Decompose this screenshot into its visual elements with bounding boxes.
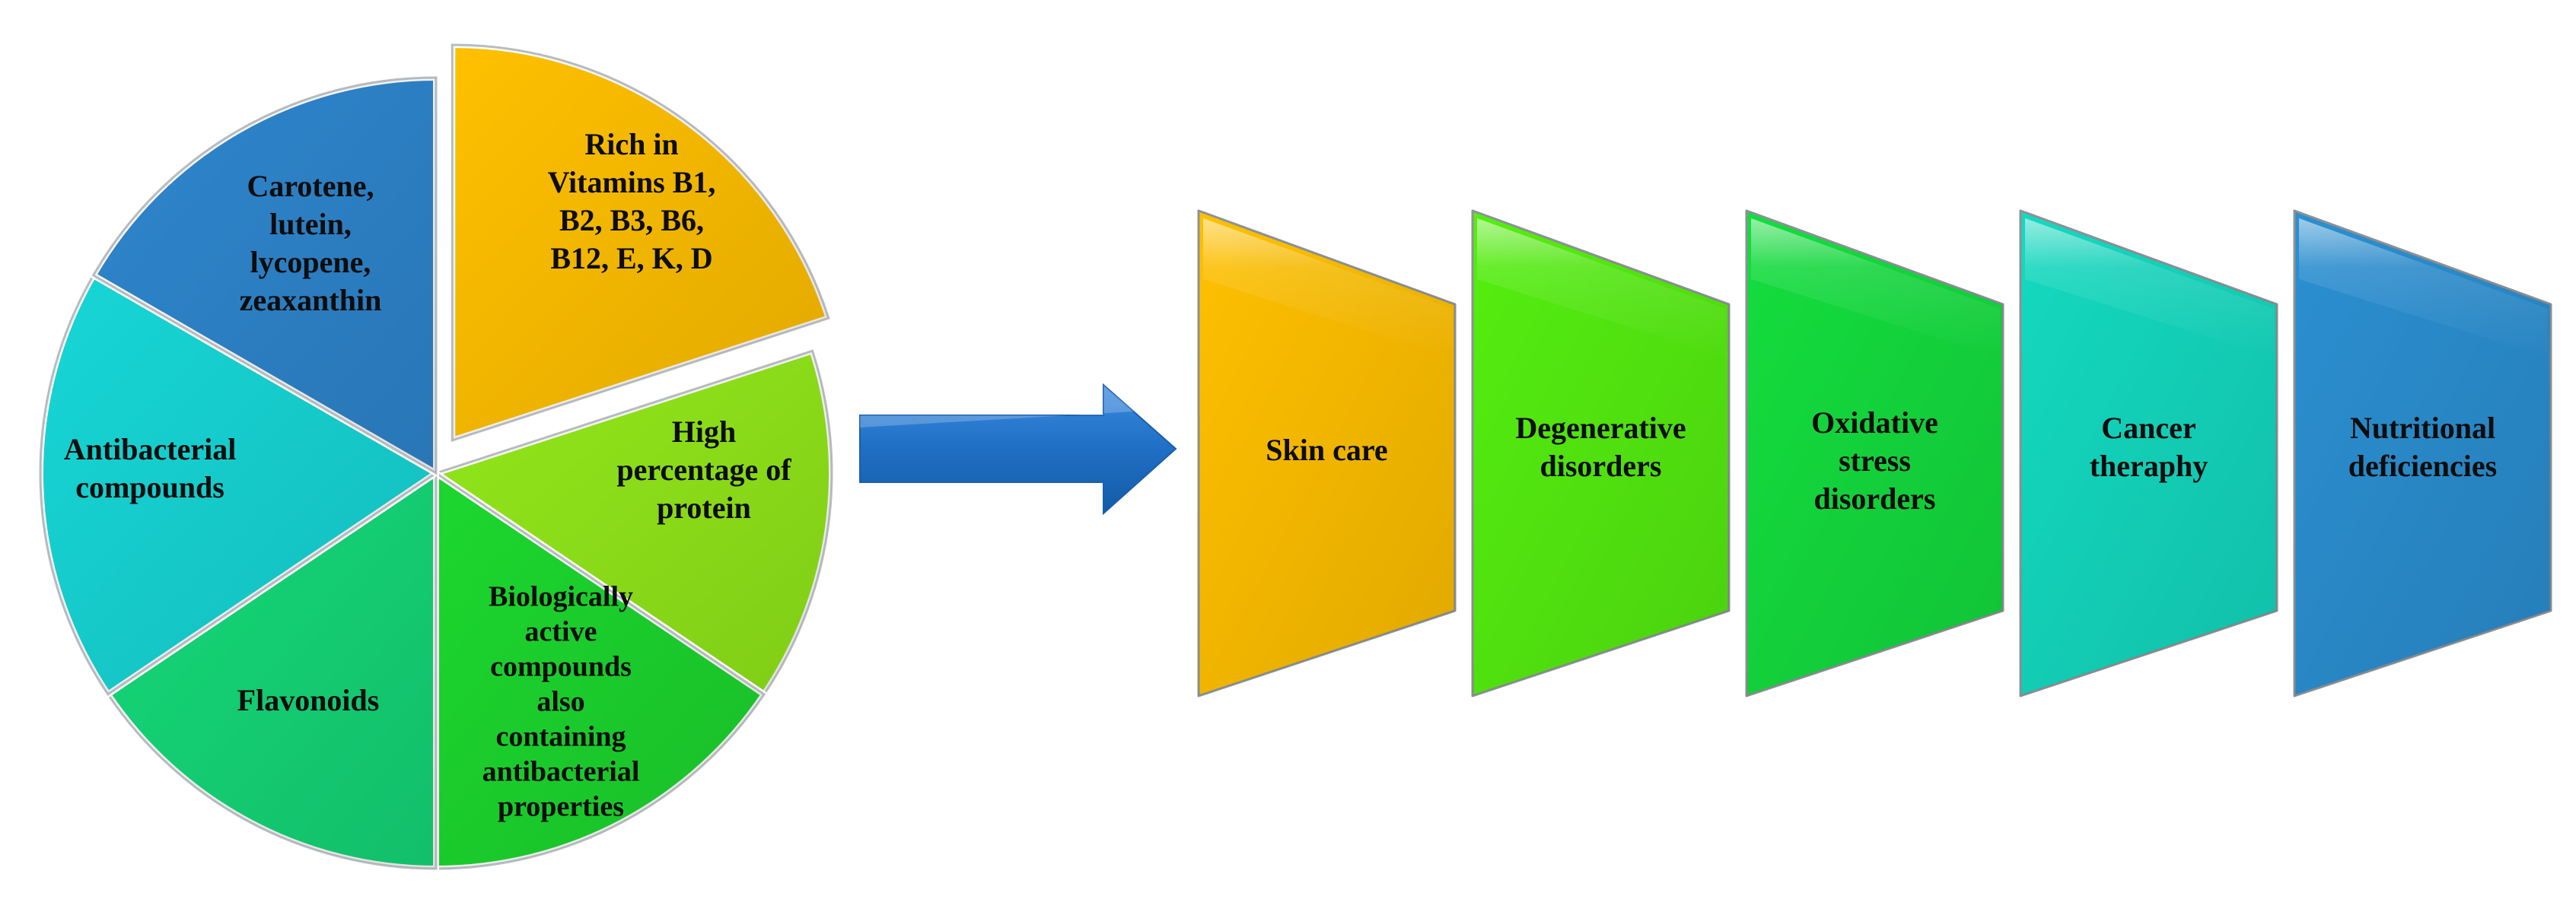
- label-line: Degenerative: [1515, 411, 1686, 445]
- label-line: Biologically: [489, 581, 633, 613]
- outcome-shade: [1199, 211, 1455, 696]
- pie-slice-shade: [107, 473, 437, 869]
- label-line: B12, E, K, D: [550, 241, 712, 275]
- pie-segment-antibacterial: Antibacterial compounds: [37, 272, 439, 698]
- outcome-cancer: Cancer theraphy: [2019, 209, 2278, 698]
- label-line: protein: [657, 491, 751, 525]
- outcome-nutritional: Nutritional deficiencies: [2293, 209, 2552, 698]
- pie-slice-outline: [433, 349, 833, 696]
- arrow-highlight: [860, 385, 1134, 427]
- outcome-shade: [2020, 211, 2277, 696]
- label-line: Antibacterial: [64, 432, 237, 466]
- label-line: Skin care: [1266, 433, 1387, 467]
- label-line: lycopene,: [250, 245, 371, 279]
- pie-slice-shade: [436, 351, 833, 694]
- label-line: Vitamins B1,: [548, 165, 716, 199]
- arrow-shape: [859, 383, 1177, 516]
- label-line: Carotene,: [247, 169, 374, 203]
- flow-arrow: [859, 383, 1177, 516]
- label-line: High: [672, 415, 736, 449]
- pie-slice-outline: [106, 471, 438, 870]
- label-line: Rich in: [584, 127, 678, 161]
- label-line: Cancer: [2101, 411, 2195, 445]
- pie-segment-bioactive: Biologicallyactivecompoundsalsocontainin…: [433, 470, 768, 872]
- label-line: stress: [1839, 443, 1911, 478]
- outcome-shade: [2294, 211, 2551, 696]
- pie-slice-shade: [452, 44, 829, 440]
- label-line: compounds: [490, 651, 632, 683]
- pie-slice-shade: [40, 275, 437, 694]
- pie-slice-shade: [436, 473, 765, 869]
- label-line: theraphy: [2090, 449, 2208, 483]
- label-line: zeaxanthin: [240, 283, 382, 317]
- pie-slice-outline: [91, 76, 438, 475]
- label-line: B2, B3, B6,: [559, 203, 704, 237]
- pie-slice-outline: [451, 43, 830, 443]
- label-line: disorders: [1540, 449, 1662, 483]
- outcome-degenerative: Degenerative disorders: [1471, 209, 1731, 698]
- pie-slice-shade: [93, 78, 436, 473]
- pie-segment-flavonoids: Flavonoids: [104, 470, 439, 872]
- nutrient-pie-chart: Rich in Vitamins B1, B2, B3, B6, B12, E, K,…: [37, 41, 835, 872]
- label-line: containing: [495, 721, 626, 753]
- label-line: disorders: [1814, 481, 1936, 516]
- pie-segment-protein: High percentage of protein: [433, 348, 835, 698]
- label-line: antibacterial: [482, 756, 640, 788]
- label-line: also: [537, 686, 584, 718]
- label-line: percentage of: [616, 453, 791, 487]
- outcome-skin-care: Skin care: [1197, 209, 1457, 698]
- label-line: lutein,: [269, 207, 352, 241]
- label-line: deficiencies: [2348, 449, 2498, 483]
- label-line: properties: [498, 791, 624, 823]
- health-outcomes: Skin careDegenerativedisordersOxidatives…: [1197, 209, 2552, 698]
- outcome-shade: [1747, 211, 2003, 696]
- label-line: Nutritional: [2350, 411, 2495, 445]
- label-line: active: [525, 616, 597, 648]
- label-line: compounds: [75, 470, 224, 504]
- pie-slice-outline: [435, 471, 766, 870]
- pie-segment-carotenoids: Carotene, lutein, lycopene, zeaxanthin: [90, 75, 439, 476]
- label-line: Oxidative: [1811, 405, 1938, 440]
- pie-slice-outline: [39, 273, 438, 696]
- pie-segment-vitamins: Rich in Vitamins B1, B2, B3, B6, B12, E, K,…: [449, 41, 832, 443]
- outcome-shade: [1473, 211, 1729, 696]
- label-line: Flavonoids: [237, 683, 380, 717]
